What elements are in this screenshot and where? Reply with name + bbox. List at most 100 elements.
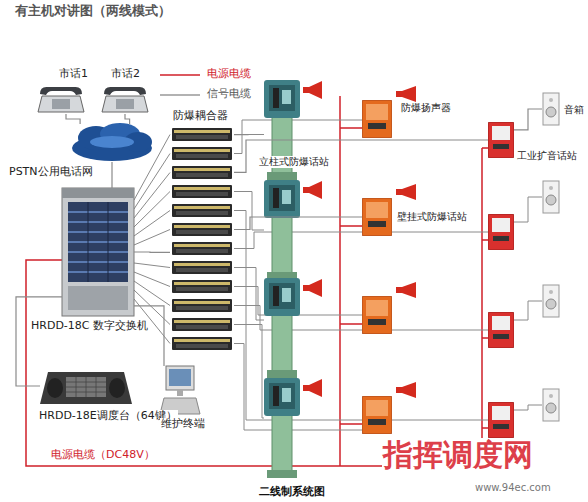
legend-text: 信号电缆 [206,88,252,101]
diagram-caption: 二线制系统图 [258,486,326,499]
node-label: 市话1 [58,68,89,81]
terminal-node: 维护终端 [160,366,200,414]
cloud-node: PSTN公用电话网 [70,124,154,162]
wall-station [362,296,392,334]
coupler-box [172,185,232,198]
signal-connector [234,217,362,230]
node-label: HRDD-18E调度台（64键） [38,410,178,423]
illustration-part [66,377,106,397]
coupler-box [172,299,232,312]
power-cable [339,96,341,466]
industrial-station [488,122,514,158]
speaker-box [543,181,559,213]
node-label: 工业扩音话站 [516,150,578,162]
coupler-box [172,166,232,179]
horn-speaker [303,81,322,397]
legend-line-signal [160,94,200,96]
coupler-box [172,147,232,160]
signal-connector [66,114,80,124]
illustration-part [62,188,134,198]
coupler-box [172,242,232,255]
illustration-part [40,372,132,404]
signal-connector [234,134,264,135]
signal-wire [514,197,542,410]
signal-connector [111,162,112,188]
illustration-part [68,212,128,272]
note-label: 电源电缆（DC48V） [50,449,156,462]
illustration-part [68,286,128,310]
signal-connector [16,297,62,386]
node-label: 防爆耦合器 [172,110,229,123]
industrial-station [488,214,514,250]
computer-icon [160,366,200,414]
column-station [264,278,300,378]
illustration-part [169,369,191,386]
column-station [264,180,300,280]
illustration-part [62,188,134,316]
exchange-node: HRDD-18C 数字交换机 [62,188,134,316]
coupler-box [172,318,232,331]
diagram-title: 有主机对讲图（两线模式） [14,4,172,19]
coupler-box [172,223,232,236]
industrial-station-node: 工业扩音话站 [488,122,514,158]
wall-station [362,396,392,434]
industrial-station [488,402,514,438]
note-label: www.94ec.com [474,482,552,494]
coupler-group: 防爆耦合器 [170,128,234,350]
wall-station-node: 壁挂式防爆话站 [362,198,392,236]
power-cable [482,148,488,428]
coupler-box [172,204,232,217]
watermark-text: 指挥调度网 [382,438,534,473]
column-station [264,378,300,478]
telephone-node: 市话1 [36,84,86,114]
coupler-box [172,128,232,141]
signal-connector [134,251,170,253]
illustration-part [47,378,63,398]
coupler-box [172,337,232,350]
speaker-box [543,285,559,317]
dispatch-console [40,372,132,404]
telephone-icon [38,87,84,112]
signal-wire [234,325,264,419]
coupler-box [172,261,232,274]
node-label: 壁挂式防爆话站 [396,211,468,223]
speaker-box [543,389,559,421]
power-cable [340,128,362,424]
node-label: HRDD-18C 数字交换机 [30,320,149,333]
illustration-part [66,377,106,397]
node-label: 立柱式防爆话站 [258,156,330,168]
node-label: 防爆扬声器 [400,102,452,114]
illustration-part [68,202,128,282]
speaker-box [543,93,559,125]
signal-connector [134,306,164,366]
coupler-box [172,280,232,293]
wall-station [362,100,392,138]
node-label: 维护终端 [160,418,206,431]
cloud-icon [72,123,152,161]
signal-wire [234,120,362,154]
illustration-part [166,366,194,390]
telephone-node: 市话2 [100,84,150,114]
column-station-node: 立柱式防爆话站 [264,80,300,180]
legend-line-power [160,74,200,76]
wall-station [362,198,392,236]
illustration-part [88,202,108,282]
node-label: 音箱 [563,104,585,116]
illustration-part [90,136,134,148]
signal-connector [514,109,542,130]
illustration-part [177,390,183,396]
legend-text: 电源电缆 [206,68,252,81]
node-label: 市话2 [110,68,141,81]
node-label: PSTN公用电话网 [8,166,94,179]
telephone-icon [102,87,148,112]
speaker-node: 音箱 [542,92,560,126]
horn-node: 防爆扬声器 [396,84,418,100]
illustration-part [109,378,125,398]
signal-connector [234,140,488,172]
horn-speaker [396,86,416,398]
industrial-station [488,312,514,348]
exchange-rack [62,188,134,316]
signal-connector [125,114,130,124]
console-node: HRDD-18E调度台（64键） [40,368,132,404]
